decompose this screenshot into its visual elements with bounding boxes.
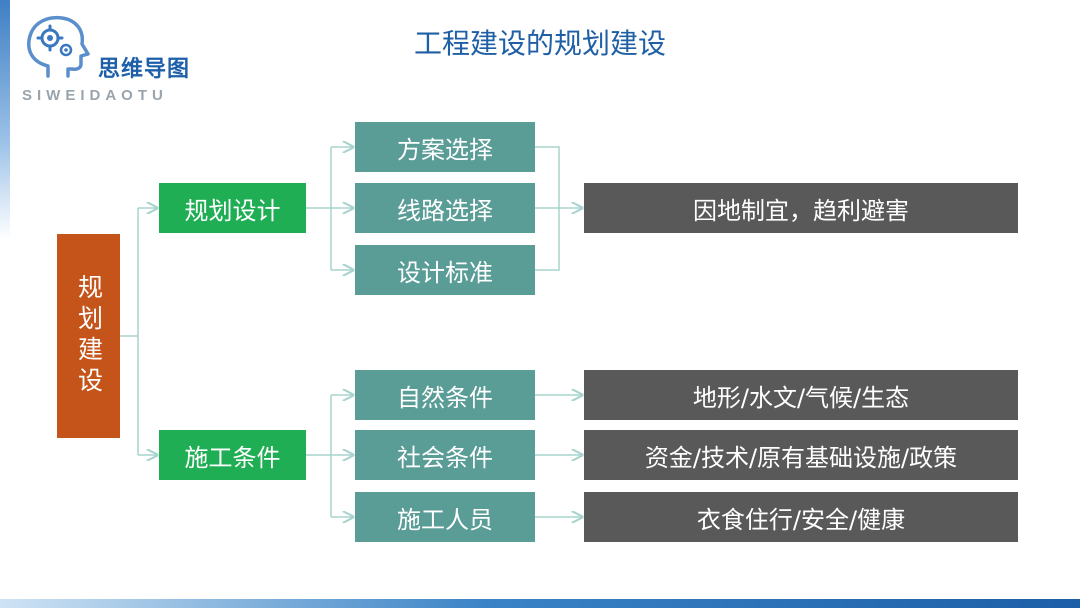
logo-text: 思维导图 [98,57,191,82]
left-accent-bar [0,0,10,240]
outcome-adapt-to-local-conditions: 因地制宜，趋利避害 [584,183,1018,233]
logo: 思维导图 SIWEIDAOTU [18,12,208,108]
page-title: 工程建设的规划建设 [413,27,666,60]
subnode-construction-personnel: 施工人员 [355,492,535,542]
subnode-scheme-selection: 方案选择 [355,122,535,172]
outcome-personnel-factors: 衣食住行/安全/健康 [584,492,1018,542]
root-node: 规划建设 [57,234,120,438]
branch-node-construction-conditions: 施工条件 [159,430,306,480]
head-gears-icon [27,15,90,78]
outcome-social-factors: 资金/技术/原有基础设施/政策 [584,430,1018,480]
outcome-natural-factors: 地形/水文/气候/生态 [584,370,1018,420]
subnode-route-selection: 线路选择 [355,183,535,233]
subnode-design-standard: 设计标准 [355,245,535,295]
subnode-social-conditions: 社会条件 [355,430,535,480]
bottom-accent-bar [0,599,1080,608]
logo-subtext: SIWEIDAOTU [22,87,168,104]
branch-node-planning-design: 规划设计 [159,183,306,233]
subnode-natural-conditions: 自然条件 [355,370,535,420]
